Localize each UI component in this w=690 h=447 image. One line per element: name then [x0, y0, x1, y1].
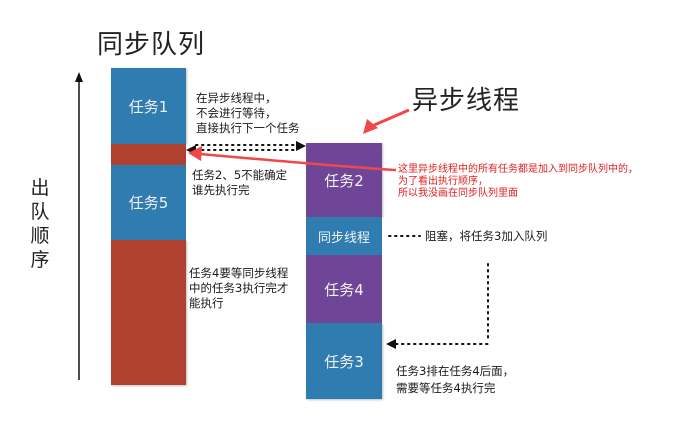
red-pointer-arrow-icon	[188, 146, 397, 172]
note-red-explanation: 这里异步线程中的所有任务都是加入到同步队列中的， 为了看出执行顺序， 所以我没画…	[398, 164, 638, 199]
note-async-no-wait: 在异步线程中， 不会进行等待， 直接执行下一个任务	[196, 91, 300, 135]
async-block-label: 任务4	[324, 280, 364, 299]
dequeue-order-label: 出 队 顺 序	[30, 177, 50, 271]
sync-queue-title: 同步队列	[97, 30, 206, 60]
note-task4-waits: 任务4要等同步线程 中的任务3执行完才 能执行	[189, 266, 289, 310]
dotted-double-arrow-icon	[186, 141, 306, 155]
async-block-label: 同步线程	[317, 230, 370, 246]
sync-block-async-slot	[111, 144, 186, 165]
note-task2-5: 任务2、5不能确定 谁先执行完	[192, 168, 288, 197]
sync-block-pending	[111, 240, 186, 385]
sync-block-label: 任务5	[128, 194, 169, 212]
async-block-task2: 任务2	[306, 143, 382, 217]
red-title-arrow-icon	[363, 108, 410, 134]
note-block-add-task3: 阻塞，将任务3加入队列	[425, 229, 548, 243]
axis-arrow-icon	[75, 72, 83, 380]
async-block-task3: 任务3	[306, 323, 382, 399]
async-block-label: 任务2	[324, 171, 364, 190]
async-block-label: 任务3	[324, 352, 364, 371]
note-task3-after-4: 任务3排在任务4后面， 需要等任务4执行完	[396, 364, 515, 395]
sync-block-task5: 任务5	[111, 165, 186, 240]
sync-block-label: 任务1	[128, 97, 169, 116]
async-block-sync-thread: 同步线程	[306, 217, 382, 255]
async-thread-title: 异步线程	[412, 86, 521, 116]
sync-block-task1: 任务1	[111, 68, 186, 144]
dotted-l-arrow-icon	[386, 263, 489, 349]
async-block-task4: 任务4	[306, 255, 382, 323]
